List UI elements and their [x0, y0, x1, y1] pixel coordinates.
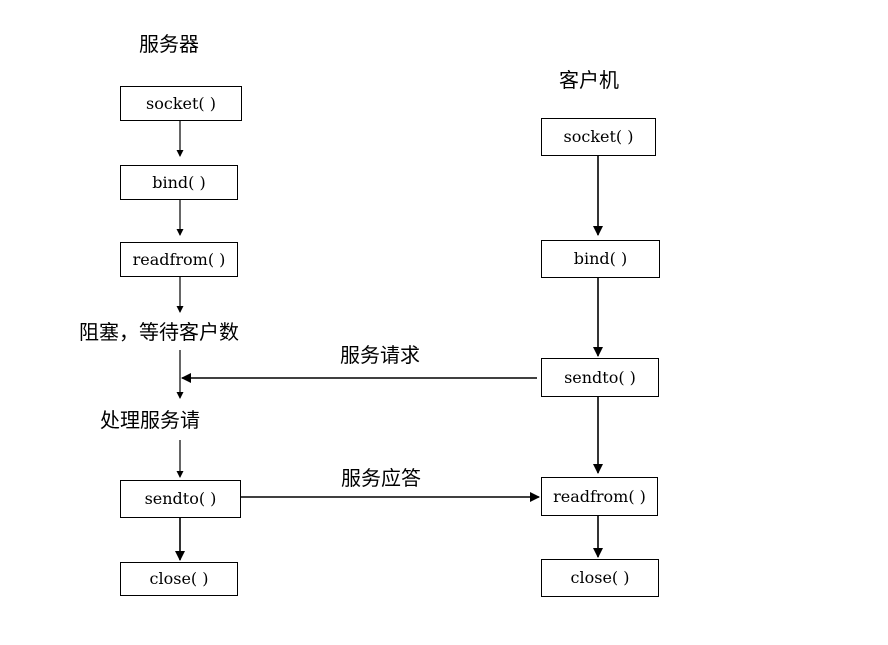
server-process-label: 处理服务请 [100, 408, 200, 432]
client-bind-box: bind( ) [541, 240, 660, 278]
server-blocked-label: 阻塞，等待客户数 [79, 320, 239, 344]
client-socket-box: socket( ) [541, 118, 656, 156]
server-socket-box: socket( ) [120, 86, 242, 121]
server-close-box: close( ) [120, 562, 238, 596]
service-response-label: 服务应答 [341, 466, 421, 490]
client-close-box: close( ) [541, 559, 659, 597]
client-readfrom-box: readfrom( ) [541, 477, 658, 516]
server-readfrom-box: readfrom( ) [120, 242, 238, 277]
client-sendto-box: sendto( ) [541, 358, 659, 397]
service-request-label: 服务请求 [340, 343, 420, 367]
server-title: 服务器 [139, 32, 199, 56]
client-title: 客户机 [559, 68, 619, 92]
server-bind-box: bind( ) [120, 165, 238, 200]
server-sendto-box: sendto( ) [120, 480, 241, 518]
